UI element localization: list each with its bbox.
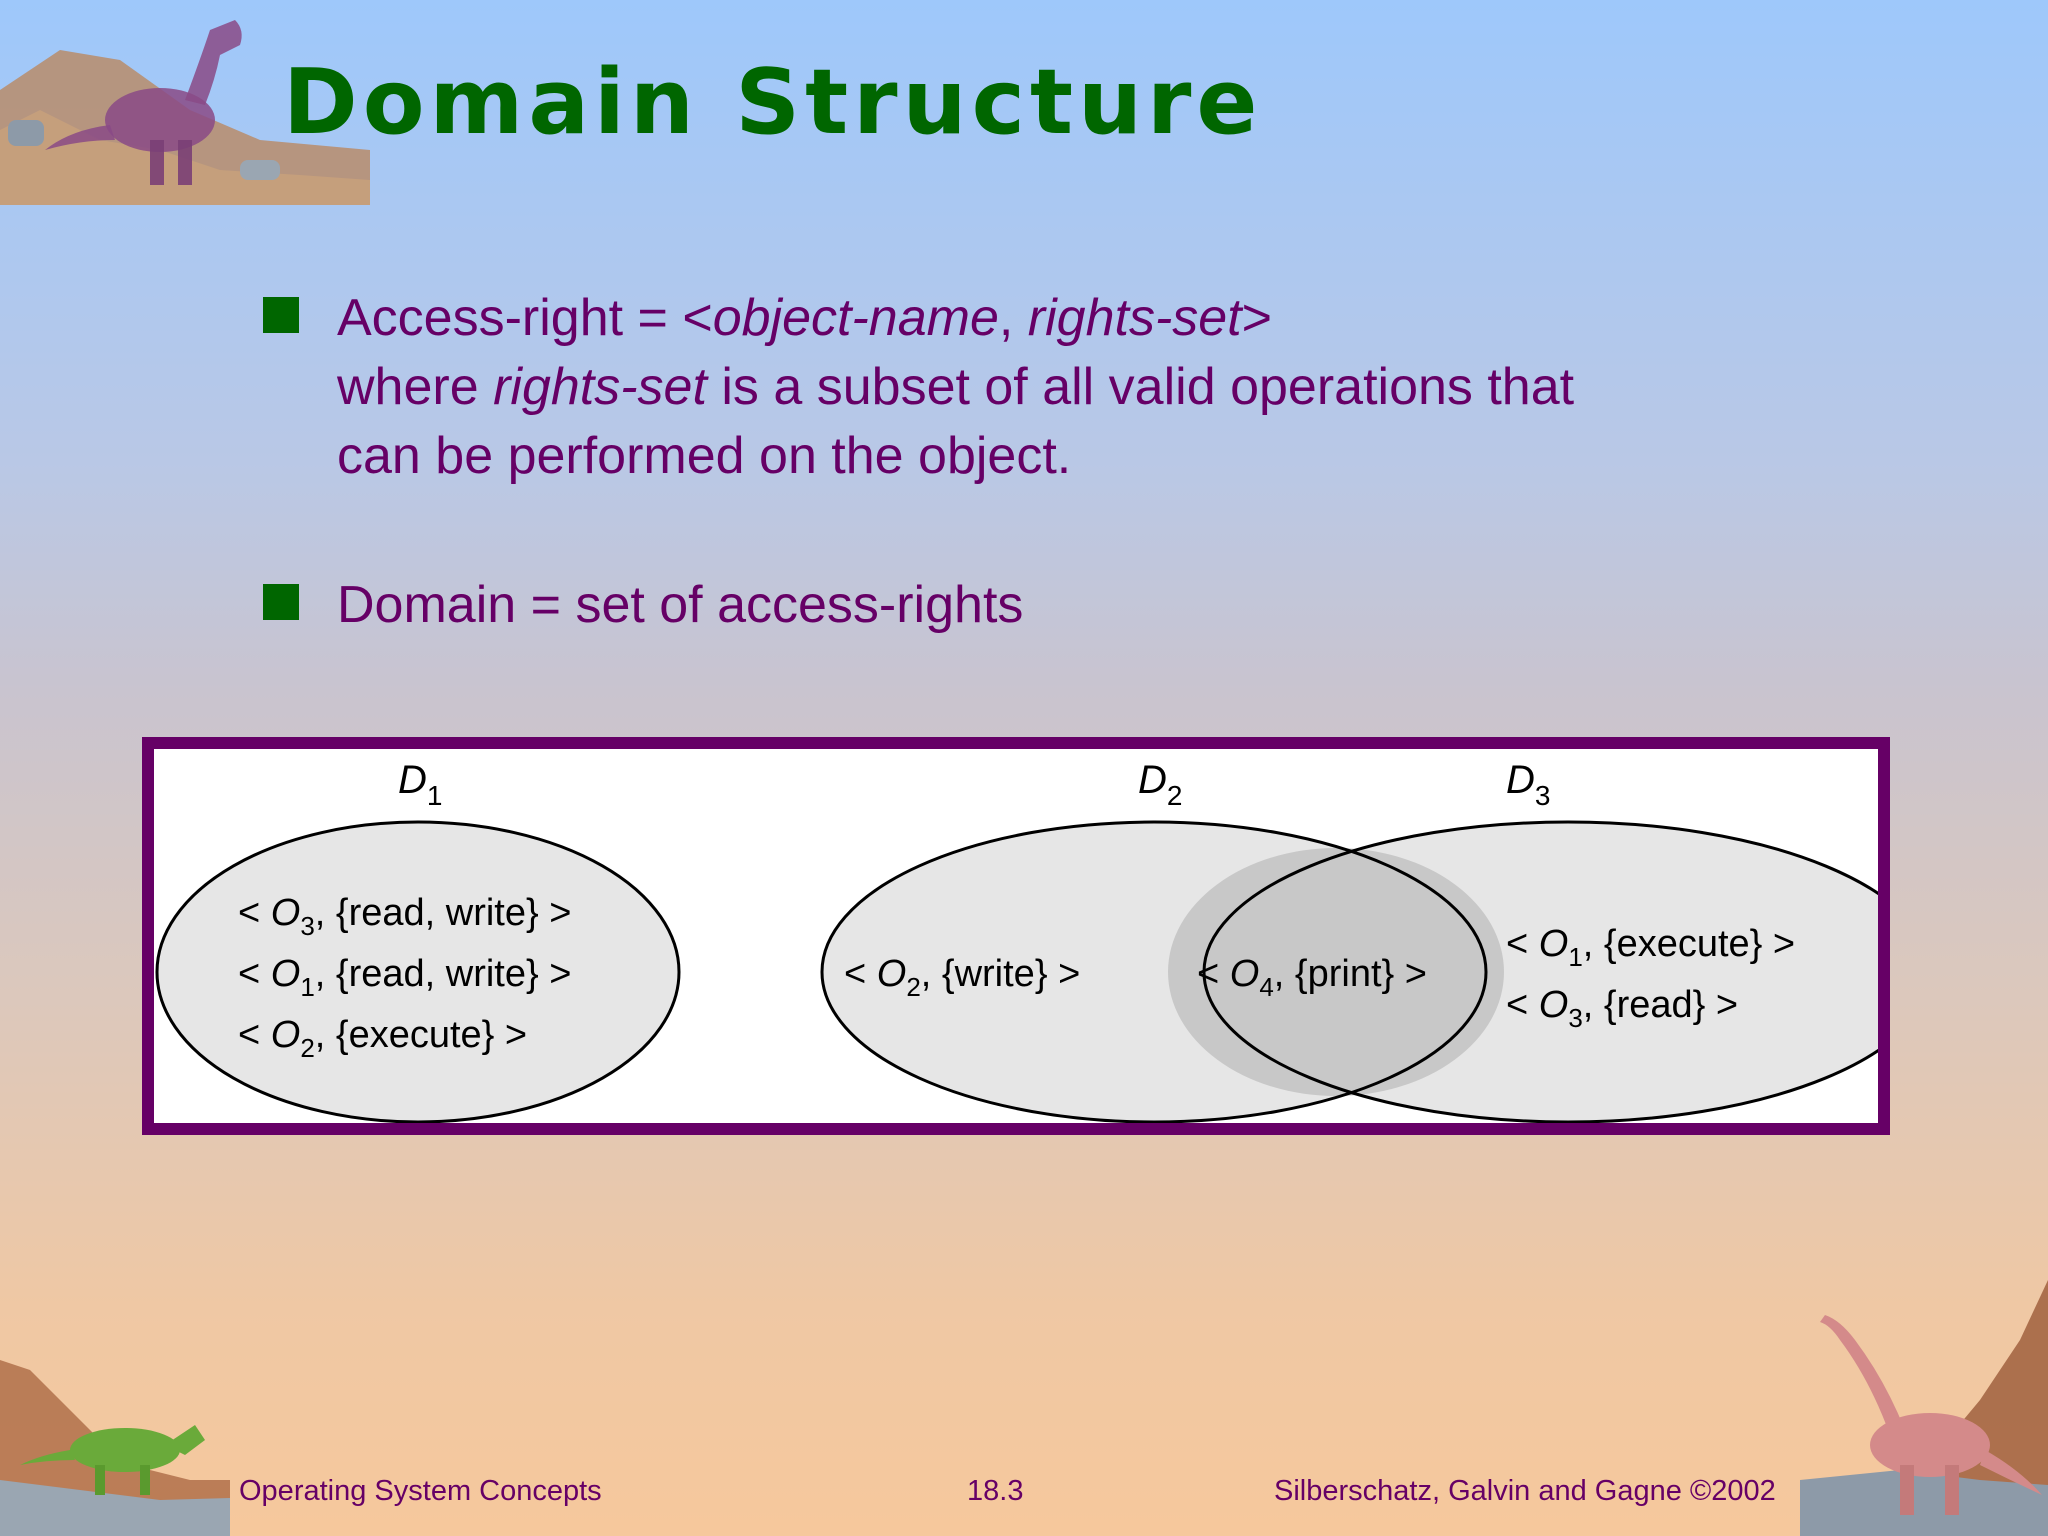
dinosaur-brontosaurus-icon — [1800, 1280, 2048, 1536]
access-right-entry: < O2, {execute} > — [238, 1014, 527, 1063]
text-run: rights-set — [493, 358, 707, 416]
text-run: can be performed on the object. — [337, 427, 1072, 485]
bullet-line: where rights-set is a subset of all vali… — [337, 353, 1574, 422]
dinosaur-triceratops-icon — [0, 1360, 230, 1536]
text-run: where — [337, 358, 494, 416]
domain-letter: D — [1506, 758, 1535, 802]
text-run: is a subset of all valid operations that — [706, 358, 1575, 416]
access-right-entry: < O2, {write} > — [844, 953, 1080, 1002]
dinosaur-tyrannosaurus-icon — [0, 20, 370, 205]
domain-index: 1 — [427, 780, 443, 811]
text-run: rights-set — [1027, 289, 1242, 347]
access-right-entry: < O1, {execute} > — [1506, 923, 1795, 972]
access-right-entry: < O3, {read, write} > — [238, 892, 571, 941]
text-run: Access-right = < — [337, 289, 713, 347]
access-right-entry: < O3, {read} > — [1506, 984, 1738, 1033]
domain-label-d3: D3 — [1506, 758, 1550, 811]
domain-index: 2 — [1167, 780, 1183, 811]
bullet-square — [263, 297, 299, 333]
domain-index: 3 — [1535, 780, 1551, 811]
footer-course: Operating System Concepts — [239, 1475, 602, 1507]
domain-overlap-region — [1168, 848, 1504, 1096]
text-run: > — [1241, 289, 1272, 347]
footer-page-number: 18.3 — [967, 1475, 1024, 1507]
domain-diagram: D1 D2 D3 < O3, {read, write} > < O1, {re… — [142, 737, 1890, 1135]
bullet-line: can be performed on the object. — [337, 422, 1574, 491]
slide-title: Domain Structure — [283, 50, 1263, 155]
domain-label-d1: D1 — [398, 758, 442, 811]
bullet-line: Access-right = <object-name, rights-set> — [337, 284, 1574, 353]
text-run: Domain = set of access-rights — [337, 576, 1024, 634]
domain-letter: D — [1138, 758, 1167, 802]
access-right-entry: < O4, {print} > — [1197, 953, 1427, 1002]
domain-d2-ellipse — [820, 820, 1488, 1123]
domain-letter: D — [398, 758, 427, 802]
domain-diagram-canvas: D1 D2 D3 < O3, {read, write} > < O1, {re… — [155, 758, 1878, 1123]
bullet-domain: Domain = set of access-rights — [337, 571, 1023, 640]
footer-copyright: Silberschatz, Galvin and Gagne ©2002 — [1274, 1475, 1776, 1507]
text-run: object-name — [712, 289, 999, 347]
bullet-access-right: Access-right = <object-name, rights-set>… — [337, 284, 1574, 491]
access-right-entry: < O1, {read, write} > — [238, 953, 571, 1002]
domain-label-d2: D2 — [1138, 758, 1182, 811]
domain-d3-ellipse — [1202, 820, 1878, 1123]
bullet-line: Domain = set of access-rights — [337, 571, 1023, 640]
domain-d1-ellipse — [155, 820, 681, 1123]
text-run: , — [998, 289, 1028, 347]
bullet-square — [263, 584, 299, 620]
